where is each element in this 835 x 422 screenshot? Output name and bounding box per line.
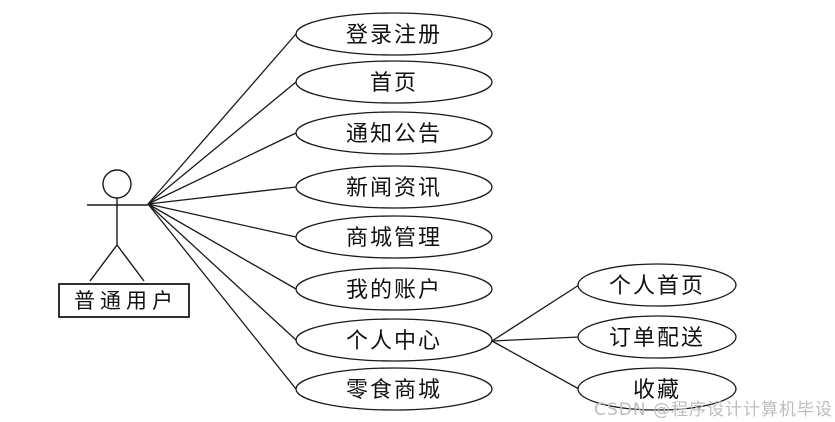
use-case-ellipse bbox=[577, 367, 737, 411]
use-case-mall-management: 商城管理 bbox=[295, 215, 493, 259]
actor-leg-right bbox=[116, 244, 145, 282]
use-case-label: 登录注册 bbox=[346, 23, 442, 48]
use-case-label: 个人首页 bbox=[609, 274, 705, 299]
association-line bbox=[147, 203, 297, 238]
actor-head bbox=[102, 169, 132, 199]
association-line bbox=[147, 203, 297, 390]
association-line bbox=[147, 132, 297, 205]
actor-figure bbox=[87, 169, 148, 282]
use-case-ellipse bbox=[295, 165, 493, 209]
use-case-ellipse bbox=[295, 215, 493, 259]
use-case-label: 商城管理 bbox=[346, 226, 442, 251]
association-line bbox=[491, 336, 580, 342]
association-line bbox=[491, 284, 580, 342]
use-case-label: 个人中心 bbox=[346, 329, 442, 354]
actor-label-box: 普通用户 bbox=[58, 283, 190, 318]
use-case-ellipse bbox=[295, 367, 493, 411]
use-case-label: 零食商城 bbox=[346, 378, 442, 403]
association-line bbox=[147, 186, 297, 205]
use-case-label: 首页 bbox=[370, 71, 418, 96]
use-case-ellipse bbox=[295, 12, 493, 56]
use-case-login-register: 登录注册 bbox=[295, 12, 493, 56]
use-case-label: 我的账户 bbox=[346, 278, 442, 303]
use-case-personal-home: 个人首页 bbox=[577, 263, 737, 307]
association-line bbox=[147, 33, 297, 205]
use-case-label: 新闻资讯 bbox=[346, 176, 442, 201]
use-case-label: 收藏 bbox=[633, 378, 681, 403]
association-line bbox=[491, 340, 580, 390]
association-line bbox=[147, 203, 297, 290]
use-case-news: 新闻资讯 bbox=[295, 165, 493, 209]
use-case-home: 首页 bbox=[295, 60, 493, 104]
use-case-ellipse bbox=[295, 318, 493, 362]
actor-leg-left bbox=[89, 244, 118, 282]
association-line bbox=[147, 81, 297, 205]
actor-label: 普通用户 bbox=[74, 289, 178, 313]
use-case-personal-center: 个人中心 bbox=[295, 318, 493, 362]
actor-label-rect bbox=[58, 283, 190, 318]
watermark: CSDN @程序设计计算机毕设 bbox=[594, 400, 833, 420]
use-case-label: 订单配送 bbox=[609, 326, 705, 351]
use-case-ellipse bbox=[295, 60, 493, 104]
use-case-ellipse bbox=[577, 263, 737, 307]
personal-center-association-lines bbox=[491, 284, 580, 390]
use-case-ellipse bbox=[295, 111, 493, 155]
use-case-favorites: 收藏 bbox=[577, 367, 737, 411]
association-line bbox=[147, 203, 297, 341]
use-case-ellipse bbox=[577, 315, 737, 359]
use-case-ellipse bbox=[295, 267, 493, 311]
use-case-my-account: 我的账户 bbox=[295, 267, 493, 311]
use-case-notices: 通知公告 bbox=[295, 111, 493, 155]
use-case-order-delivery: 订单配送 bbox=[577, 315, 737, 359]
use-case-label: 通知公告 bbox=[346, 122, 442, 147]
use-case-snack-mall: 零食商城 bbox=[295, 367, 493, 411]
actor-association-lines bbox=[147, 33, 297, 390]
